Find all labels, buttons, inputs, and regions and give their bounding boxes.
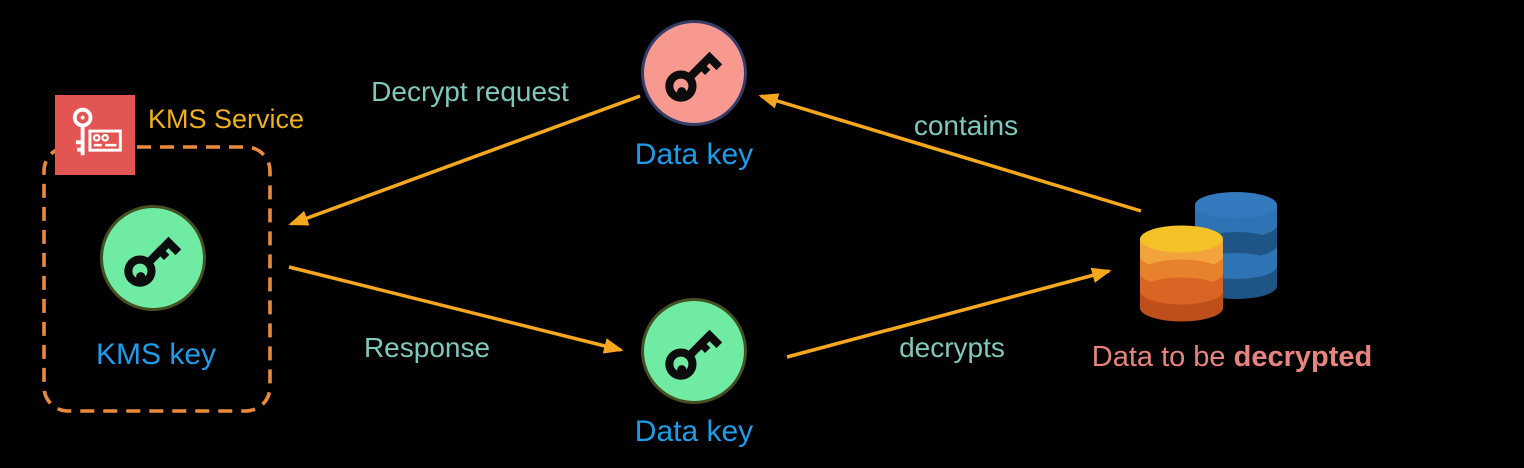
key-icon — [665, 329, 723, 380]
arrow-contains — [758, 93, 1142, 213]
database-label-prefix: Data to be — [1091, 341, 1234, 373]
data-key-bottom-node — [641, 298, 747, 404]
kms-service-title: KMS Service — [148, 104, 305, 134]
flow-label-decrypts: decrypts — [899, 332, 1005, 363]
kms-service-boundary — [42, 145, 272, 413]
flow-label-response: Response — [363, 332, 491, 363]
flow-label-decrypt-request: Decrypt request — [371, 76, 569, 107]
arrow-response — [288, 265, 624, 354]
key-icon — [665, 51, 723, 102]
kms-key-node — [100, 205, 206, 311]
database-cylinders-icon — [1140, 192, 1277, 322]
key-icon — [124, 236, 182, 287]
flow-label-contains: contains — [913, 110, 1019, 141]
database-label: Data to be decrypted — [1032, 341, 1432, 374]
database-orange — [1140, 225, 1223, 322]
data-key-top-node — [641, 20, 747, 126]
kms-key-label: KMS key — [95, 338, 217, 371]
data-key-top-label: Data key — [634, 138, 754, 171]
kms-service-icon — [55, 95, 135, 175]
database-icons — [1090, 185, 1290, 330]
database-label-emphasis: decrypted — [1233, 341, 1373, 373]
data-key-bottom-label: Data key — [634, 415, 754, 448]
arrow-decrypt-request — [288, 94, 641, 226]
arrow-decrypts — [786, 267, 1112, 359]
